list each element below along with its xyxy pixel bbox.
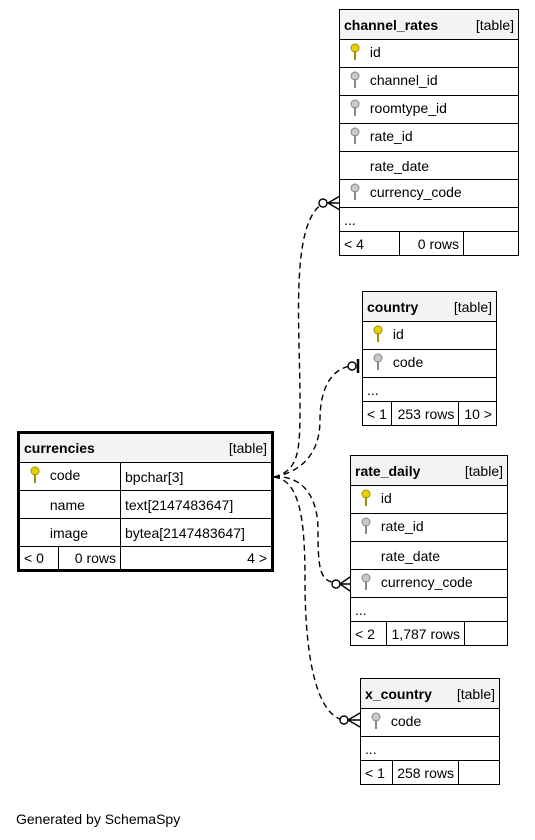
primary-key-icon: [344, 43, 366, 64]
more-columns: ...: [350, 597, 508, 622]
table-header: currencies [table]: [18, 432, 273, 463]
table-country[interactable]: country [table] id code ... < 1 253 rows…: [362, 291, 497, 426]
table-name: rate_daily: [355, 462, 421, 479]
children-count: [463, 231, 519, 256]
children-count: 10 >: [458, 401, 497, 426]
foreign-key-icon: [344, 183, 366, 204]
children-count: 4 >: [120, 546, 273, 571]
table-name: channel_rates: [344, 16, 439, 33]
edge-end-country: [347, 361, 357, 371]
table-kind: [table]: [453, 298, 492, 315]
column-type: text[2147483647]: [120, 490, 273, 519]
foreign-key-icon: [344, 71, 366, 92]
more-columns: ...: [362, 377, 497, 402]
table-rate-daily[interactable]: rate_daily [table] id rate_id rate_date …: [350, 455, 508, 646]
children-count: [464, 621, 508, 646]
column-name: id: [380, 490, 392, 507]
table-name: x_country: [365, 685, 432, 702]
column-row[interactable]: code: [362, 349, 497, 378]
column-name: code: [49, 467, 81, 484]
row-count: 0 rows: [399, 231, 464, 256]
row-count: 253 rows: [390, 401, 460, 426]
column-row[interactable]: currency_code: [350, 569, 508, 598]
column-name: code: [390, 713, 422, 730]
column-name: channel_id: [369, 72, 438, 89]
column-type: bytea[2147483647]: [120, 518, 273, 547]
crowfoot-channel-rates: [326, 195, 341, 211]
foreign-key-icon: [355, 573, 377, 594]
generated-by-label: Generated by SchemaSpy: [16, 811, 181, 827]
parents-count: < 1: [362, 401, 392, 426]
column-name: rate_date: [380, 547, 441, 564]
edge-end-channel-rates: [318, 198, 328, 208]
column-row[interactable]: channel_id: [339, 67, 519, 96]
primary-key-icon: [24, 466, 46, 487]
table-x-country[interactable]: x_country [table] code ... < 1 258 rows: [360, 678, 500, 785]
column-row[interactable]: rate_date: [339, 151, 519, 180]
column-type: bpchar[3]: [120, 462, 273, 491]
column-row[interactable]: name text[2147483647]: [18, 490, 273, 519]
table-channel-rates[interactable]: channel_rates [table] id channel_id room…: [339, 9, 519, 256]
column-name: name: [49, 496, 85, 513]
table-kind: [table]: [228, 440, 267, 456]
column-name: rate_id: [380, 518, 424, 535]
column-row[interactable]: id: [350, 485, 508, 514]
column-name: image: [49, 524, 89, 541]
primary-key-icon: [355, 489, 377, 510]
more-columns: ...: [360, 736, 500, 761]
crowfoot-x-country: [346, 712, 361, 728]
table-currencies[interactable]: currencies [table] code bpchar[3] name t…: [17, 431, 274, 572]
parents-count: < 0: [18, 546, 59, 571]
column-row[interactable]: code: [360, 708, 500, 737]
table-kind: [table]: [464, 462, 503, 479]
table-name: currencies: [24, 440, 95, 456]
row-count: 1,787 rows: [386, 621, 465, 646]
table-header: x_country [table]: [360, 678, 500, 709]
column-row[interactable]: roomtype_id: [339, 95, 519, 124]
table-header: country [table]: [362, 291, 497, 322]
primary-key-icon: [367, 325, 389, 346]
crowfoot-rate-daily: [338, 576, 351, 592]
column-row[interactable]: image bytea[2147483647]: [18, 518, 273, 547]
foreign-key-icon: [367, 353, 389, 374]
edge-currencies-country: [273, 365, 351, 478]
row-count: 258 rows: [392, 760, 459, 785]
parents-count: < 4: [339, 231, 400, 256]
column-row[interactable]: rate_id: [339, 123, 519, 152]
children-count: [458, 760, 500, 785]
column-row[interactable]: code bpchar[3]: [18, 462, 273, 491]
column-name: id: [392, 326, 404, 343]
edge-currencies-x-country: [273, 476, 344, 721]
column-row[interactable]: rate_id: [350, 513, 508, 542]
column-name: rate_date: [369, 157, 430, 174]
column-name: id: [369, 44, 381, 61]
column-name: code: [392, 354, 424, 371]
row-count: 0 rows: [58, 546, 121, 571]
column-name: currency_code: [369, 184, 462, 201]
foreign-key-icon: [344, 127, 366, 148]
edge-currencies-channel-rates: [273, 203, 323, 478]
column-row[interactable]: rate_date: [350, 541, 508, 570]
foreign-key-icon: [355, 517, 377, 538]
column-name: currency_code: [380, 574, 473, 591]
parents-count: < 2: [350, 621, 387, 646]
edge-currencies-rate-daily: [273, 476, 336, 584]
column-row[interactable]: currency_code: [339, 179, 519, 208]
table-kind: [table]: [475, 16, 514, 33]
table-kind: [table]: [456, 685, 495, 702]
table-header: rate_daily [table]: [350, 455, 508, 486]
table-header: channel_rates [table]: [339, 9, 519, 40]
column-row[interactable]: id: [339, 39, 519, 68]
more-columns: ...: [339, 207, 519, 232]
column-name: rate_id: [369, 128, 413, 145]
parents-count: < 1: [360, 760, 393, 785]
table-name: country: [367, 298, 419, 315]
column-name: roomtype_id: [369, 100, 447, 117]
column-row[interactable]: id: [362, 321, 497, 350]
foreign-key-icon: [344, 99, 366, 120]
foreign-key-icon: [365, 712, 387, 733]
